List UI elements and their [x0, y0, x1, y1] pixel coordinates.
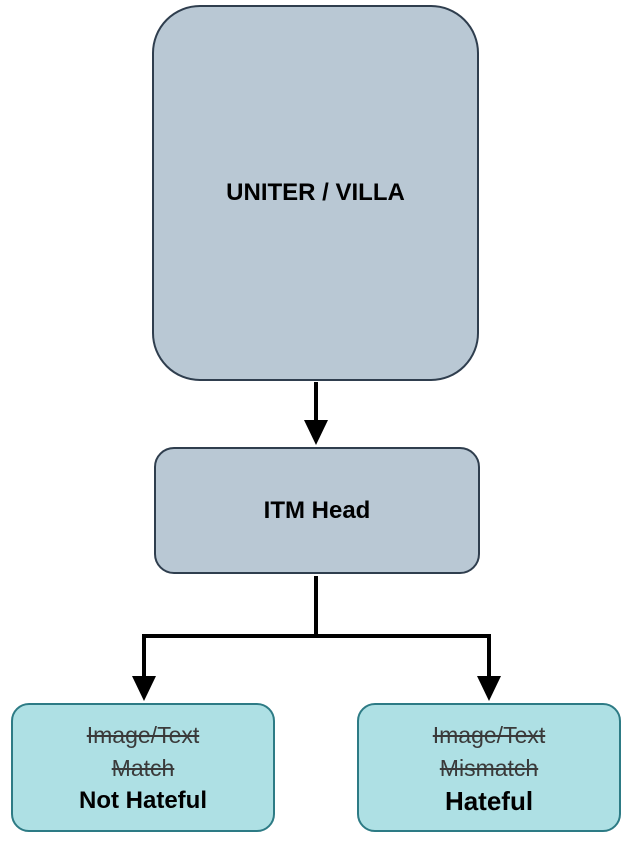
- arrowhead-left: [132, 676, 156, 701]
- struck-text-line2: Match: [111, 754, 175, 781]
- struck-text-line2: Mismatch: [439, 754, 539, 781]
- branch-line-right: [316, 634, 491, 680]
- output-label-not-hateful: Not Hateful: [79, 786, 207, 814]
- output-node-hateful: Image/Text Mismatch Hateful: [357, 703, 621, 832]
- struck-text-line1: Image/Text: [86, 721, 200, 748]
- itm-head-node: ITM Head: [154, 447, 480, 574]
- arrowhead-head: [304, 420, 328, 445]
- itm-head-label: ITM Head: [263, 496, 371, 524]
- struck-text-line1: Image/Text: [432, 721, 546, 748]
- output-node-not-hateful: Image/Text Match Not Hateful: [11, 703, 275, 832]
- branch-line: [142, 576, 318, 680]
- encoder-node: UNITER / VILLA: [152, 5, 479, 381]
- arrowhead-right: [477, 676, 501, 701]
- output-label-hateful: Hateful: [444, 785, 534, 816]
- encoder-label: UNITER / VILLA: [226, 179, 405, 206]
